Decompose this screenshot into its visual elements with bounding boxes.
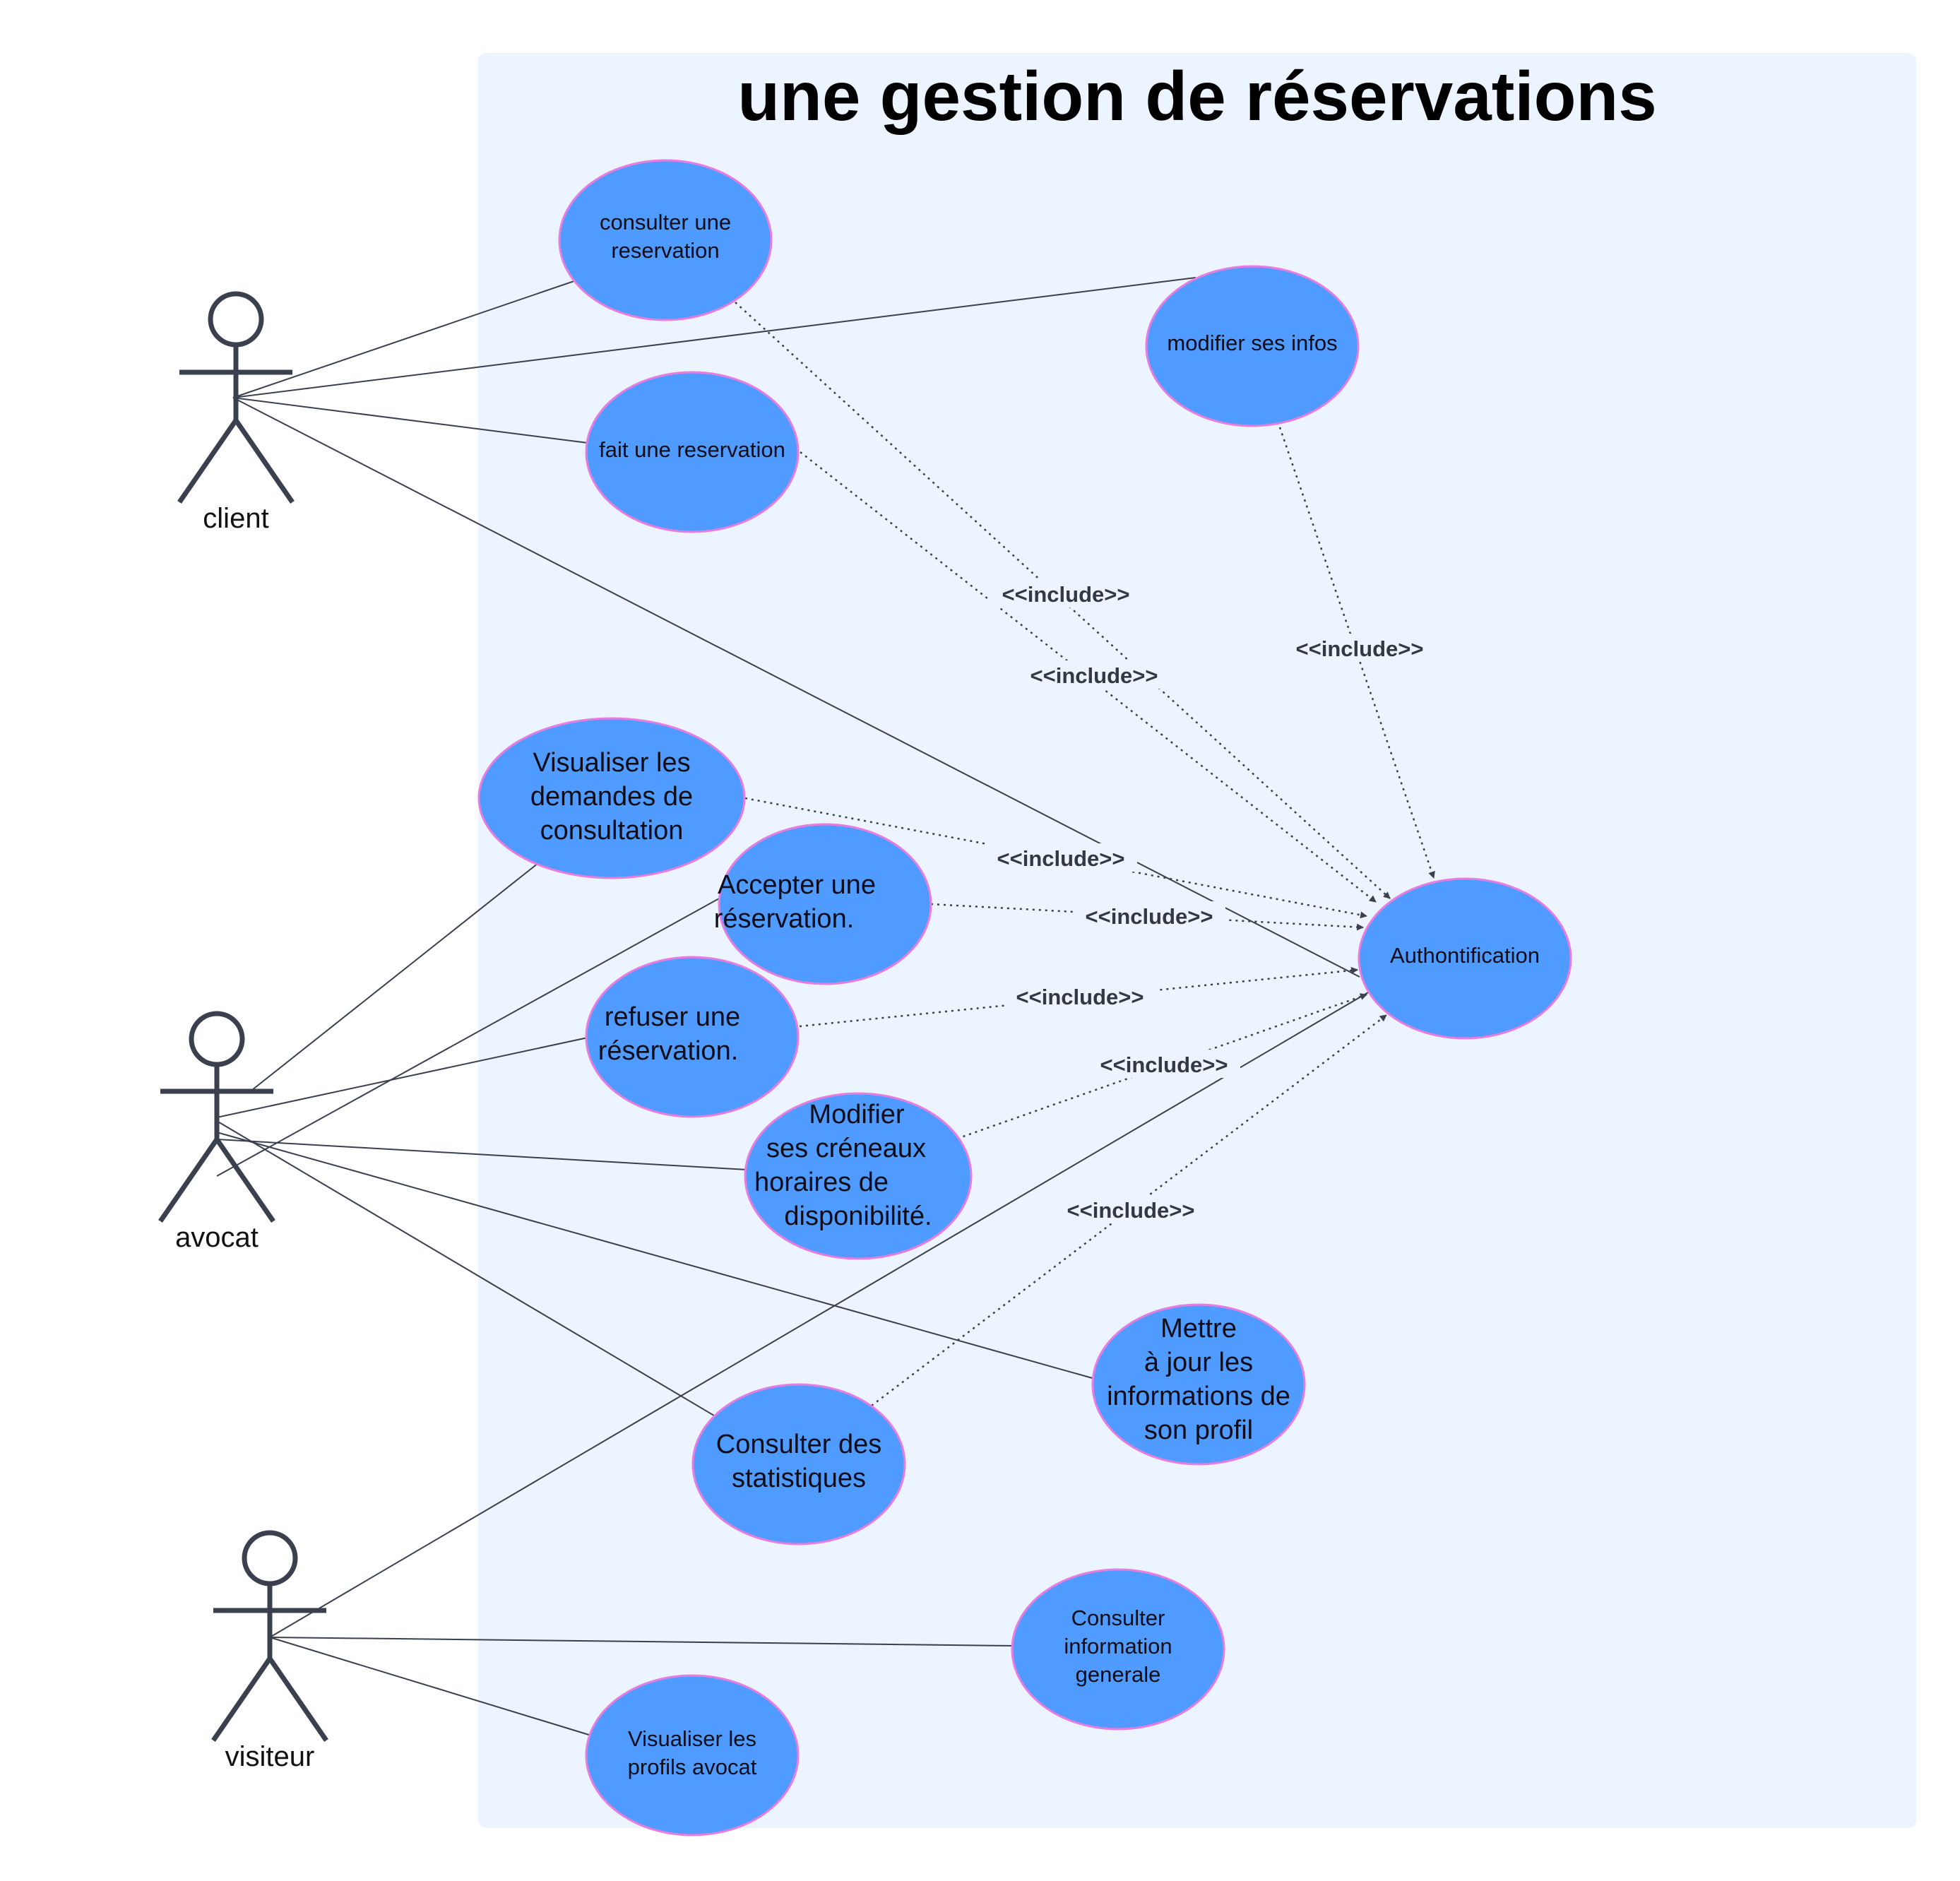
include-label-2: <<include>>: [1031, 663, 1158, 688]
svg-text:Consulter: Consulter: [1071, 1606, 1165, 1630]
assoc-avocat-visualiser-demandes: [248, 862, 539, 1093]
svg-text:fait une reservation: fait une reservation: [599, 437, 785, 462]
svg-text:generale: generale: [1076, 1662, 1161, 1687]
svg-text:Mettre: Mettre: [1160, 1314, 1237, 1343]
include-label-5: <<include>>: [1086, 904, 1213, 929]
association-lines: [216, 273, 1369, 1736]
svg-text:à jour les: à jour les: [1144, 1348, 1253, 1377]
usecase-consulter-information-generale[interactable]: Consulter information generale: [1011, 1568, 1225, 1731]
include-arrow-fait-reservation: [800, 451, 1377, 903]
svg-text:information: information: [1064, 1634, 1172, 1659]
include-label-3: <<include>>: [1296, 636, 1424, 661]
actor-visiteur-label: visiteur: [225, 1741, 315, 1772]
usecase-visualiser-demandes[interactable]: Visualiser les demandes de consultation: [477, 717, 746, 879]
svg-text:statistiques: statistiques: [732, 1464, 866, 1493]
svg-text:refuser une: refuser une: [605, 1002, 740, 1032]
assoc-visiteur-authentification: [269, 992, 1369, 1638]
svg-text:demandes de: demandes de: [530, 782, 693, 812]
actor-client: [177, 291, 295, 504]
assoc-client-fait-reservation: [232, 397, 588, 444]
actor-avocat: [158, 1011, 275, 1223]
system-title: une gestion de réservations: [737, 57, 1657, 135]
include-arrow-consulter-reservation: [735, 302, 1391, 899]
usecase-fait-reservation[interactable]: fait une reservation: [585, 371, 800, 533]
include-labels: <<include>> <<include>> <<include>> <<in…: [985, 579, 1436, 1223]
svg-text:consultation: consultation: [540, 816, 684, 845]
usecase-visualiser-profils-avocat[interactable]: Visualiser les profils avocat: [585, 1674, 800, 1837]
usecase-consulter-statistiques[interactable]: Consulter des statistiques: [691, 1383, 906, 1545]
svg-text:Accepter une: Accepter une: [718, 870, 876, 900]
assoc-avocat-accepter: [216, 897, 721, 1177]
svg-text:profils avocat: profils avocat: [628, 1755, 757, 1779]
include-label-4: <<include>>: [997, 846, 1125, 871]
svg-text:informations de: informations de: [1107, 1382, 1290, 1411]
actor-avocat-head: [189, 1011, 245, 1067]
actor-avocat-label: avocat: [175, 1222, 259, 1253]
assoc-client-modifier-infos: [232, 277, 1196, 398]
system-boundary: [478, 53, 1916, 1828]
include-label-1: <<include>>: [1002, 582, 1130, 607]
assoc-client-consulter-reservation: [232, 273, 595, 398]
actor-client-label: client: [203, 503, 268, 534]
usecase-accepter-reservation[interactable]: Accepter une réservation.: [714, 823, 932, 985]
assoc-avocat-mettre-a-jour: [216, 1132, 1095, 1379]
assoc-client-authentification: [232, 397, 1360, 978]
assoc-avocat-refuser: [216, 1037, 588, 1118]
include-label-7: <<include>>: [1100, 1052, 1228, 1077]
svg-text:réservation.: réservation.: [598, 1036, 739, 1066]
actor-visiteur-head: [242, 1530, 298, 1586]
svg-text:ses créneaux: ses créneaux: [766, 1134, 926, 1163]
usecase-mettre-a-jour-profil[interactable]: Mettre à jour les informations de son pr…: [1091, 1303, 1306, 1466]
svg-text:reservation: reservation: [611, 238, 719, 263]
svg-text:modifier ses infos: modifier ses infos: [1167, 331, 1337, 355]
usecase-authentification[interactable]: Authontification: [1358, 877, 1572, 1040]
assoc-visiteur-visualiser-profils: [269, 1637, 592, 1736]
usecase-consulter-reservation[interactable]: consulter une reservation: [558, 159, 773, 321]
svg-text:Visualiser les: Visualiser les: [628, 1726, 756, 1751]
actor-client-head: [208, 291, 264, 348]
svg-text:horaires de: horaires de: [754, 1168, 889, 1197]
actor-visiteur: [211, 1530, 328, 1742]
usecase-modifier-creneaux[interactable]: Modifier ses créneaux horaires de dispon…: [744, 1092, 973, 1260]
svg-text:disponibilité.: disponibilité.: [784, 1201, 932, 1231]
usecases: consulter une reservation modifier ses i…: [477, 159, 1572, 1837]
assoc-avocat-modifier-creneaux: [216, 1139, 748, 1170]
include-label-6: <<include>>: [1016, 985, 1144, 1009]
svg-text:Visualiser les: Visualiser les: [533, 748, 690, 778]
svg-text:Modifier: Modifier: [809, 1100, 904, 1129]
assoc-visiteur-consulter-info: [269, 1637, 1014, 1646]
svg-text:son profil: son profil: [1144, 1416, 1253, 1445]
include-label-8: <<include>>: [1067, 1198, 1195, 1223]
usecase-refuser-reservation[interactable]: refuser une réservation.: [585, 956, 800, 1118]
svg-text:réservation.: réservation.: [714, 904, 855, 934]
usecase-modifier-infos[interactable]: modifier ses infos: [1145, 265, 1360, 427]
svg-text:Consulter des: Consulter des: [716, 1430, 881, 1459]
svg-text:Authontification: Authontification: [1390, 943, 1540, 968]
assoc-avocat-consulter-stats: [216, 1120, 722, 1420]
svg-text:consulter une: consulter une: [600, 210, 731, 235]
